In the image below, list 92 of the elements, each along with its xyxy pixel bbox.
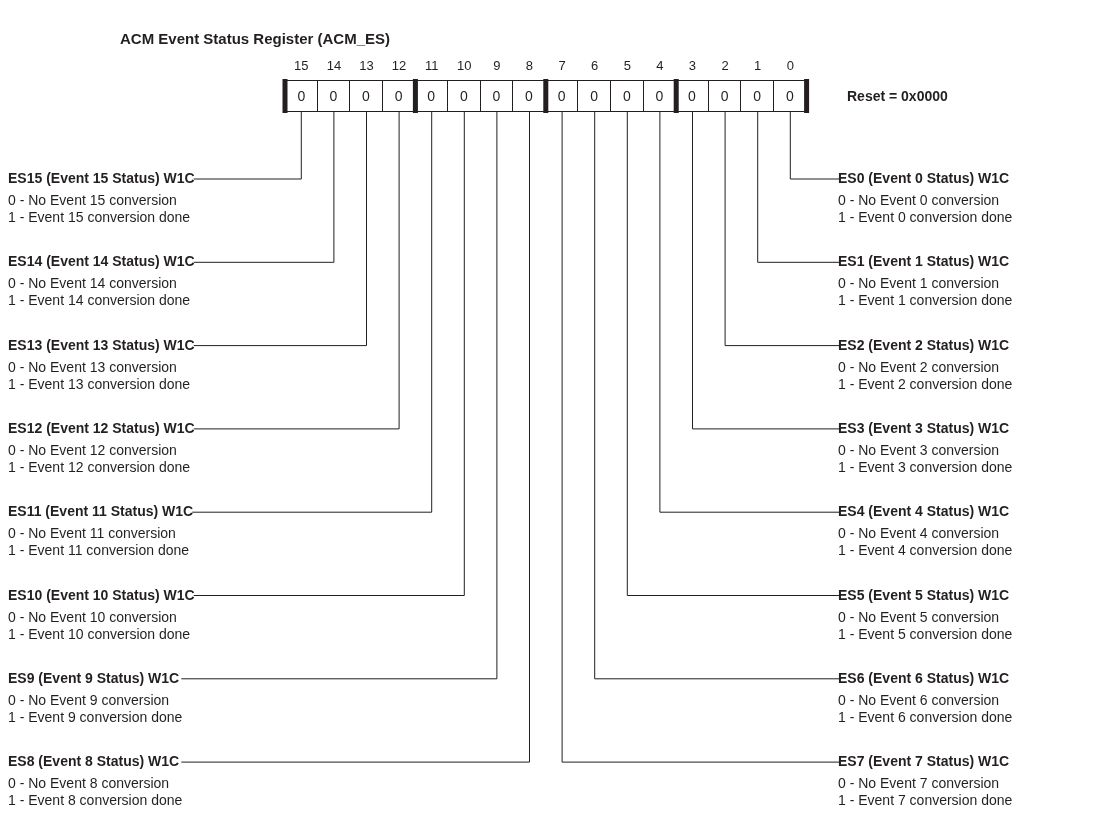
- bit-number: 2: [720, 58, 730, 73]
- bit-number: 8: [524, 58, 535, 73]
- bit-cell: 0: [611, 80, 644, 112]
- bit-number: 3: [687, 58, 698, 73]
- field-value-description: 1 - Event 7 conversion done: [838, 792, 1013, 810]
- bit-cell: 0: [448, 80, 481, 112]
- bit-cell: 0: [578, 80, 611, 112]
- field-value-description: 1 - Event 14 conversion done: [8, 292, 192, 310]
- field-name: ES11 (Event 11 Status) W1C: [8, 503, 194, 521]
- bit-number: 7: [557, 58, 567, 73]
- field-name: ES9 (Event 9 Status) W1C: [8, 669, 181, 687]
- leader-line: [724, 111, 840, 347]
- bit-number: 4: [655, 58, 665, 73]
- field-value-description: 0 - No Event 7 conversion: [838, 775, 1001, 793]
- field-name: ES14 (Event 14 Status) W1C: [8, 253, 195, 271]
- field-value-description: 0 - No Event 10 conversion: [8, 608, 178, 626]
- field-value-description: 1 - Event 9 conversion done: [8, 708, 183, 726]
- field-value-description: 1 - Event 12 conversion done: [8, 458, 192, 476]
- bit-cell: 0: [513, 80, 546, 112]
- field-value-description: 1 - Event 15 conversion done: [8, 209, 192, 226]
- bit-number: 13: [358, 58, 375, 73]
- field-name: ES5 (Event 5 Status) W1C: [838, 586, 1011, 604]
- field-value-description: 0 - No Event 11 conversion: [8, 525, 177, 543]
- field-name: ES12 (Event 12 Status) W1C: [8, 419, 195, 437]
- field-value-description: 1 - Event 0 conversion done: [838, 209, 1013, 226]
- bit-number: 0: [785, 58, 795, 73]
- bit-cell: 0: [480, 80, 514, 112]
- field-name: ES6 (Event 6 Status) W1C: [838, 669, 1011, 687]
- bit-number: 10: [456, 58, 473, 73]
- field-value-description: 1 - Event 5 conversion done: [838, 625, 1013, 643]
- field-value-description: 1 - Event 6 conversion done: [838, 708, 1013, 726]
- leader-line: [193, 111, 302, 180]
- reset-value: Reset = 0x0000: [847, 88, 948, 104]
- field-name: ES1 (Event 1 Status) W1C: [838, 253, 1011, 271]
- bit-number: 5: [622, 58, 632, 73]
- field-value-description: 0 - No Event 3 conversion: [838, 441, 1001, 459]
- leader-line: [191, 111, 433, 513]
- field-value-description: 1 - Event 2 conversion done: [838, 375, 1013, 393]
- field-name: ES10 (Event 10 Status) W1C: [8, 586, 195, 604]
- field-value-description: 1 - Event 13 conversion done: [8, 375, 192, 393]
- field-value-description: 1 - Event 4 conversion done: [838, 542, 1013, 560]
- field-value-description: 0 - No Event 14 conversion: [8, 275, 178, 293]
- field-value-description: 0 - No Event 0 conversion: [838, 192, 1001, 209]
- field-value-description: 0 - No Event 4 conversion: [838, 525, 1001, 543]
- field-value-description: 0 - No Event 9 conversion: [8, 691, 171, 709]
- field-value-description: 0 - No Event 12 conversion: [8, 441, 178, 459]
- field-value-description: 1 - Event 3 conversion done: [838, 458, 1013, 476]
- leader-line: [180, 111, 498, 680]
- bit-cell: 0: [317, 80, 351, 112]
- bit-number: 14: [325, 58, 343, 73]
- field-value-description: 0 - No Event 5 conversion: [838, 608, 1001, 626]
- leader-line: [193, 111, 335, 263]
- bit-number: 12: [390, 58, 408, 73]
- leader-line: [193, 111, 465, 596]
- field-value-description: 0 - No Event 15 conversion: [8, 192, 178, 209]
- bit-cell: 0: [350, 80, 383, 112]
- field-name: ES0 (Event 0 Status) W1C: [838, 170, 1011, 187]
- bit-cell: 0: [708, 80, 742, 112]
- leader-line: [561, 111, 840, 763]
- field-value-description: 0 - No Event 8 conversion: [8, 775, 171, 793]
- field-name: ES2 (Event 2 Status) W1C: [838, 336, 1011, 354]
- bit-number: 15: [293, 58, 310, 73]
- leader-line: [626, 111, 840, 596]
- field-name: ES15 (Event 15 Status) W1C: [8, 170, 195, 187]
- field-value-description: 1 - Event 11 conversion done: [8, 542, 191, 560]
- leader-line: [594, 111, 840, 680]
- field-name: ES8 (Event 8 Status) W1C: [8, 753, 181, 771]
- leader-line: [193, 111, 367, 347]
- field-value-description: 0 - No Event 6 conversion: [838, 691, 1001, 709]
- bit-number: 1: [753, 58, 763, 73]
- bit-cell: 0: [774, 80, 807, 112]
- leader-line: [789, 111, 840, 180]
- leader-line: [757, 111, 840, 263]
- field-name: ES7 (Event 7 Status) W1C: [838, 753, 1011, 771]
- field-value-description: 1 - Event 8 conversion done: [8, 792, 183, 810]
- leader-line: [193, 111, 400, 430]
- bit-cell: 0: [741, 80, 774, 112]
- register-title: ACM Event Status Register (ACM_ES): [120, 30, 391, 47]
- field-value-description: 1 - Event 1 conversion done: [838, 292, 1013, 310]
- field-name: ES3 (Event 3 Status) W1C: [838, 419, 1011, 437]
- bit-number: 9: [492, 58, 502, 73]
- leader-line: [692, 111, 840, 430]
- leader-line: [180, 111, 530, 763]
- field-value-description: 0 - No Event 2 conversion: [838, 358, 1001, 376]
- field-value-description: 1 - Event 10 conversion done: [8, 625, 192, 643]
- field-name: ES13 (Event 13 Status) W1C: [8, 336, 195, 354]
- field-value-description: 0 - No Event 13 conversion: [8, 358, 178, 376]
- bit-number: 6: [590, 58, 600, 73]
- leader-line: [659, 111, 840, 513]
- field-name: ES4 (Event 4 Status) W1C: [838, 503, 1011, 521]
- bit-number: 11: [423, 58, 440, 73]
- field-value-description: 0 - No Event 1 conversion: [838, 275, 1001, 293]
